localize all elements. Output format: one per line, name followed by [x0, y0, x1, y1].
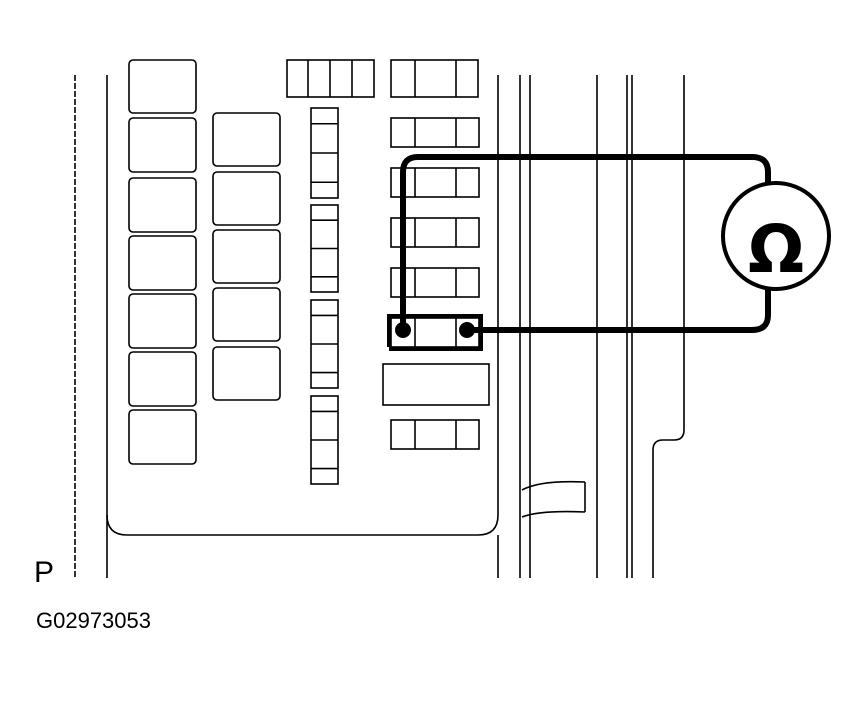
- tested-fuse-highlight: [387, 314, 483, 351]
- view-label: P: [34, 556, 55, 589]
- test-leads: [395, 154, 771, 338]
- relay: [128, 235, 197, 291]
- fuse-blocks: [286, 59, 490, 485]
- fuse: [390, 419, 480, 450]
- probe-tip-left: [395, 322, 411, 338]
- relay: [212, 287, 281, 342]
- relay: [128, 293, 197, 349]
- svg-text:Ω: Ω: [748, 211, 804, 288]
- relay-blocks: [128, 59, 281, 465]
- probe-tip-right: [459, 322, 475, 338]
- relay: [212, 112, 281, 167]
- relay: [212, 171, 281, 226]
- relay: [128, 177, 197, 233]
- ohmmeter-icon: Ω: [721, 181, 831, 291]
- relay: [212, 346, 281, 401]
- relay: [128, 351, 197, 407]
- fuse: [390, 117, 480, 148]
- relay: [128, 117, 197, 173]
- relay: [128, 59, 197, 114]
- figure-id: G02973053: [36, 608, 151, 633]
- blank-slot: [382, 363, 490, 406]
- relay: [212, 229, 281, 284]
- fuse: [390, 59, 479, 98]
- relay: [128, 409, 197, 465]
